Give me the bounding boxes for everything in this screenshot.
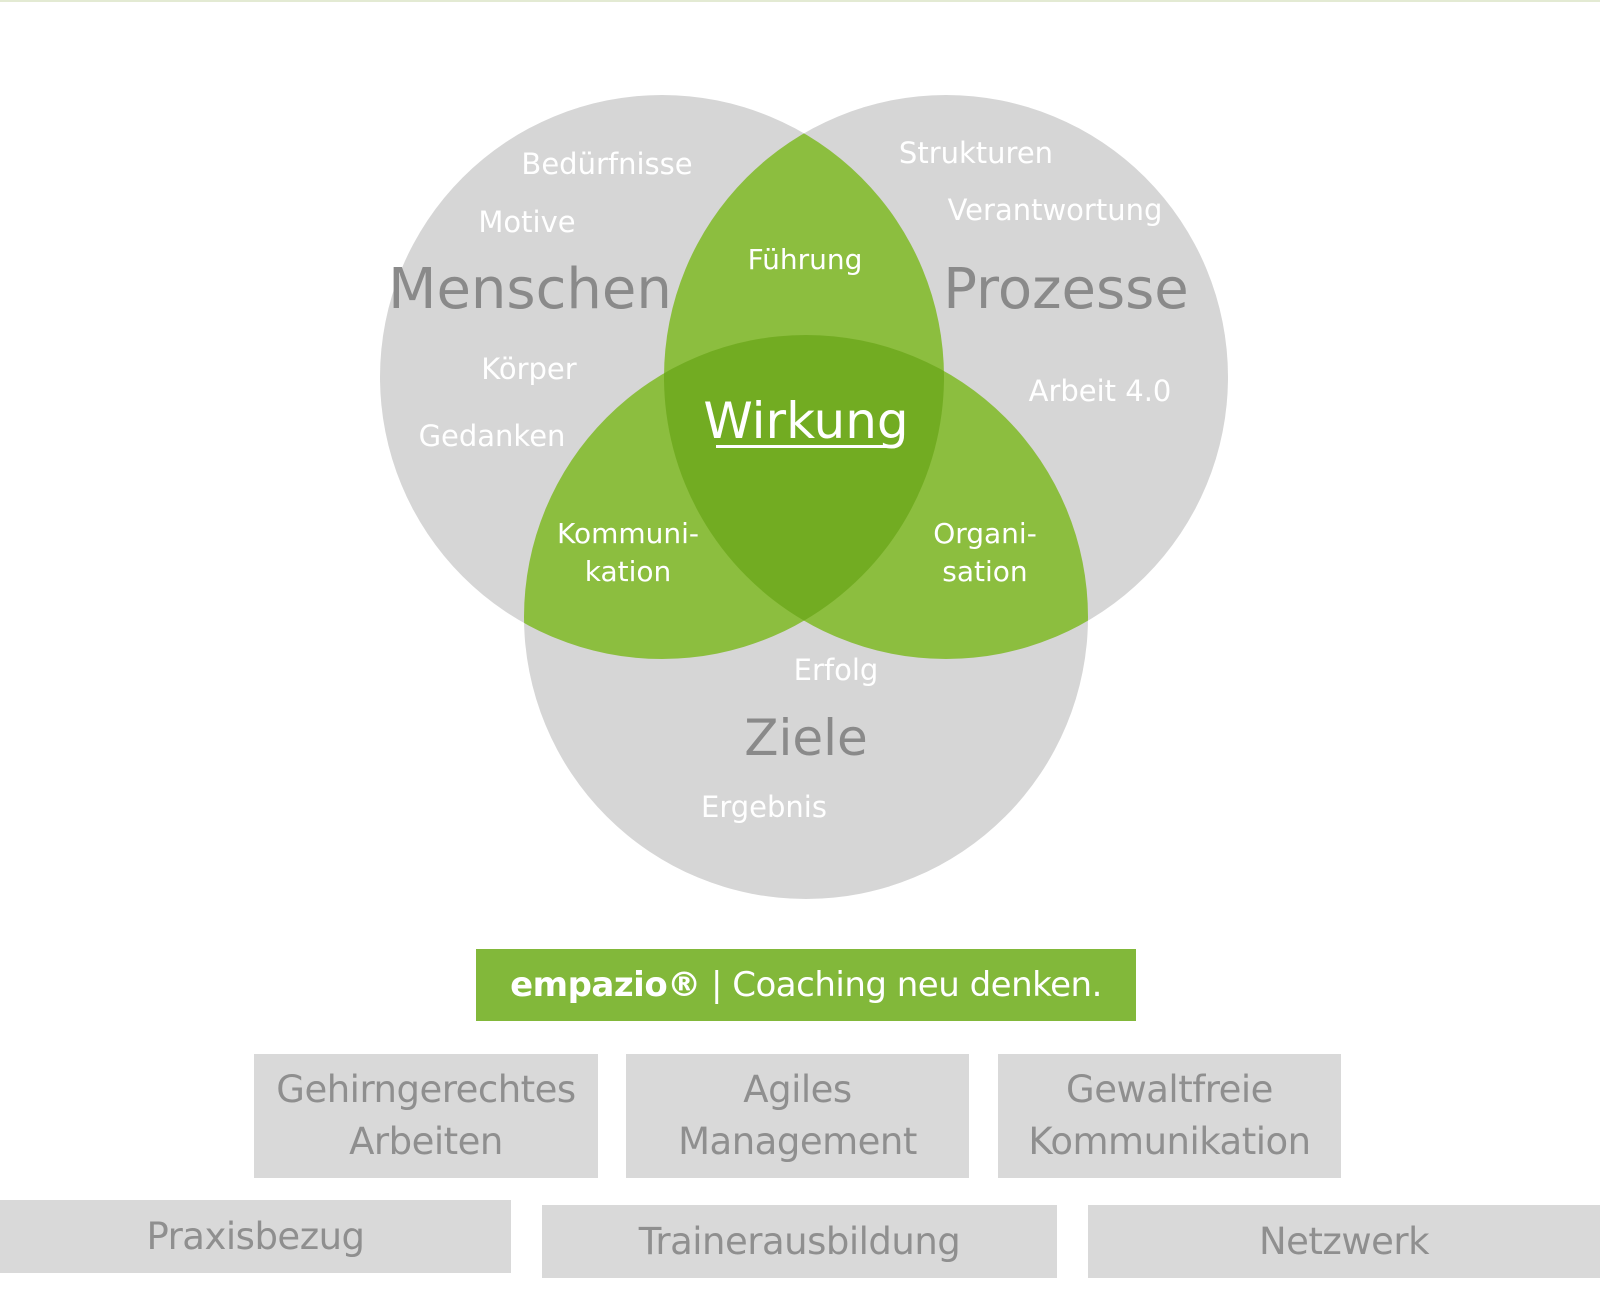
box-netzwerk: Netzwerk: [1088, 1205, 1600, 1278]
item-strukturen: Strukturen: [899, 136, 1053, 170]
item-beduerfnisse: Bedürfnisse: [521, 147, 692, 181]
box-line: Trainerausbildung: [638, 1219, 961, 1263]
box-line: Kommunikation: [1028, 1120, 1311, 1163]
label-kommunikation-2: kation: [585, 555, 672, 588]
claim-banner: empazio® | Coaching neu denken.: [476, 949, 1136, 1021]
label-organisation-2: sation: [942, 555, 1027, 588]
item-gedanken: Gedanken: [419, 419, 566, 453]
item-motive: Motive: [478, 205, 575, 239]
box-line: Arbeiten: [349, 1120, 503, 1163]
box-line: Management: [678, 1120, 917, 1163]
box-line: Gehirngerechtes: [276, 1068, 576, 1111]
label-organisation-1: Organi-: [933, 517, 1037, 550]
venn-diagram: Menschen Prozesse Ziele Bedürfnisse Moti…: [380, 95, 1228, 899]
item-ergebnis: Ergebnis: [701, 790, 827, 824]
item-arbeit-40: Arbeit 4.0: [1029, 374, 1172, 408]
label-prozesse: Prozesse: [943, 257, 1189, 322]
box-line: Gewaltfreie: [1066, 1068, 1273, 1111]
box-line: Praxisbezug: [146, 1214, 365, 1258]
item-erfolg: Erfolg: [794, 653, 879, 687]
label-wirkung: Wirkung: [703, 392, 908, 450]
box-praxisbezug: Praxisbezug: [0, 1200, 511, 1273]
label-menschen: Menschen: [388, 257, 672, 322]
box-trainerausbildung: Trainerausbildung: [542, 1205, 1057, 1278]
label-fuehrung: Führung: [748, 243, 863, 276]
box-line: Agiles: [743, 1068, 852, 1111]
label-kommunikation-1: Kommuni-: [557, 517, 699, 550]
item-verantwortung: Verantwortung: [948, 193, 1163, 227]
top-divider: [0, 0, 1600, 2]
wirkung-underline: [716, 445, 896, 448]
claim-text: | Coaching neu denken.: [700, 965, 1102, 1005]
item-koerper: Körper: [481, 352, 576, 386]
claim-brand: empazio®: [510, 965, 701, 1005]
label-ziele: Ziele: [744, 709, 868, 767]
box-line: Netzwerk: [1258, 1219, 1430, 1263]
